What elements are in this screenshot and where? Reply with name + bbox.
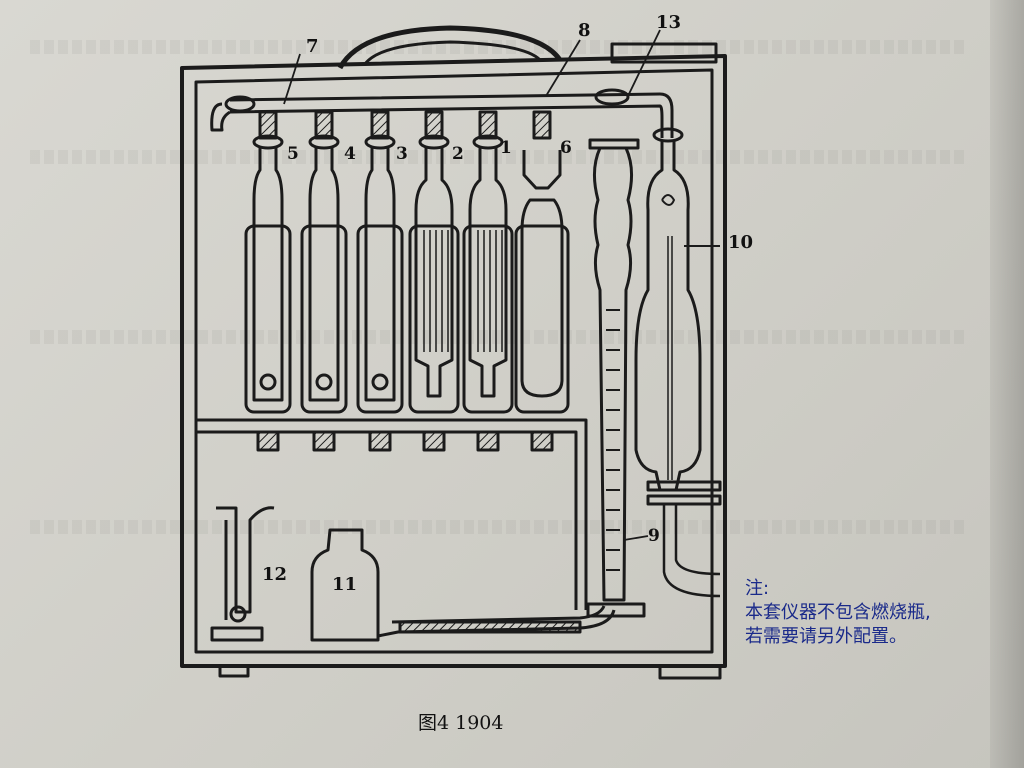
label-5: 5: [287, 144, 299, 164]
figure-caption: 图4 1904: [418, 712, 504, 734]
hose-hatched: [398, 620, 582, 634]
note-line-2: 若需要请另外配置。: [745, 626, 907, 647]
manifold-tube: [229, 92, 674, 138]
inner-case: [194, 68, 714, 654]
manifold-left-end: [210, 102, 231, 132]
burette-9: [586, 138, 646, 618]
case-foot-right: [658, 664, 722, 680]
stopcock-7: [224, 95, 256, 113]
stopcock-10-top: [652, 127, 684, 143]
note-heading: 注:: [745, 578, 770, 599]
leveling-bottle-11: [310, 528, 380, 642]
label-1: 1: [500, 138, 512, 158]
label-6: 6: [560, 138, 572, 158]
case-handle-inner: [363, 40, 542, 65]
bleed-through-text: [30, 40, 964, 54]
outer-case: [180, 54, 727, 668]
part-10: [634, 140, 722, 598]
label-3: 3: [396, 144, 408, 164]
handwritten-note: 注: 本套仪器不包含燃烧瓶, 若需要请另外配置。: [745, 577, 931, 649]
label-2: 2: [452, 144, 464, 164]
case-handle: [337, 25, 563, 70]
absorption-vessels: [244, 110, 570, 452]
label-8: 8: [578, 20, 591, 41]
label-10: 10: [728, 232, 754, 253]
stopcock-13: [594, 88, 630, 106]
label-13: 13: [656, 12, 682, 33]
label-7: 7: [306, 36, 319, 57]
note-line-1: 本套仪器不包含燃烧瓶,: [745, 602, 931, 623]
label-4: 4: [344, 144, 356, 164]
page-edge-shadow: [990, 0, 1024, 768]
label-9: 9: [648, 526, 660, 546]
label-12: 12: [262, 564, 288, 585]
top-fitting-box: [610, 42, 718, 64]
bleed-through-text: [30, 330, 964, 344]
bleed-through-text: [30, 520, 964, 534]
case-foot-left: [218, 664, 250, 678]
label-11: 11: [332, 574, 358, 595]
part-12: [210, 506, 275, 642]
